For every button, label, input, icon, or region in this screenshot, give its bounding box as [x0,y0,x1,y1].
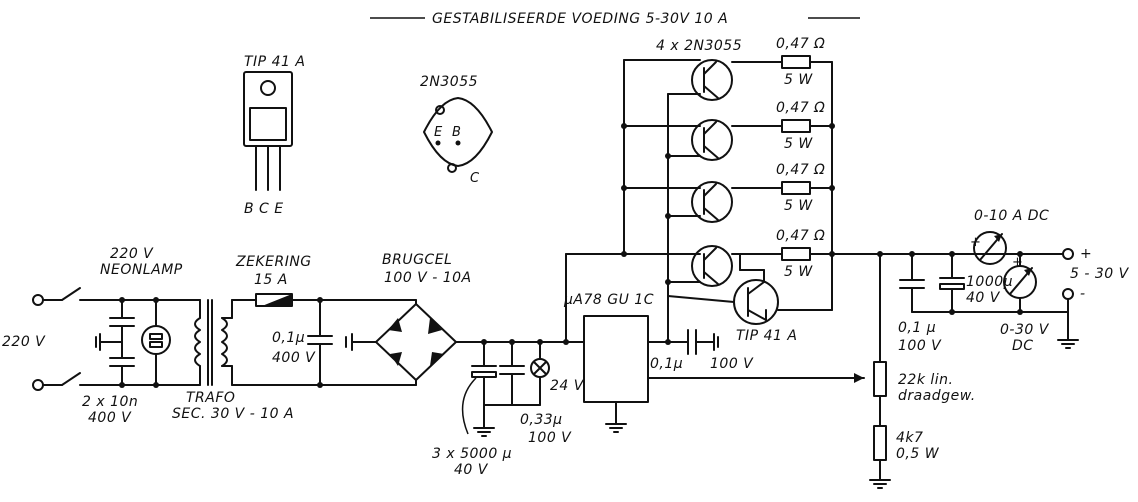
output-range-label: 5 - 30 V [1070,266,1130,282]
cap-01-label: 0,1µ [650,356,683,372]
r1-value: 0,47 Ω [776,36,825,52]
mains-caps-label: 2 x 10n [82,394,138,410]
cap-01-voltage: 100 V [710,356,754,372]
filter-circuit [461,339,550,437]
bridge-label: BRUGCEL [382,252,452,268]
output-cap2-voltage: 40 V [966,290,1001,306]
output-cap2-label: 1000µ [966,274,1013,290]
r3-value: 0,47 Ω [776,162,825,178]
secondary-cap-voltage: 400 V [272,350,316,366]
r4-watt: 5 W [784,264,813,280]
bridge-value: 100 V - 10A [384,270,472,286]
r1-watt: 5 W [784,72,813,88]
ammeter-plus: + [970,235,981,250]
pin-order-label: B C E [244,201,284,217]
secondary-cap-label: 0,1µ [272,330,305,346]
filter-caps-label: 3 x 5000 µ [432,446,512,462]
r2-watt: 5 W [784,136,813,152]
output-circuit [869,231,1079,489]
trafo-label: TRAFO [186,390,235,406]
fuse-value: 15 A [254,272,288,288]
fuse-label: ZEKERING [235,254,312,270]
cap-033-label: 0,33µ [520,412,563,428]
cap-033-voltage: 100 V [528,430,572,446]
mains-caps-voltage: 400 V [88,410,132,426]
regulator-label: µA78 GU 1C [563,292,654,308]
ammeter-label: 0-10 A DC [974,208,1049,224]
pot-label: 22k lin. [898,372,953,388]
2n3055-package-drawing [423,97,493,173]
pin-b-label: B [452,125,461,140]
pin-c-label: C [470,171,480,186]
tip41a-package-drawing [243,71,293,191]
output-cap1-label: 0,1 µ [898,320,936,336]
output-cap1-voltage: 100 V [898,338,942,354]
mains-voltage-label: 220 V [2,334,46,350]
power-transistor-bank [565,55,1063,343]
filter-caps-voltage: 40 V [454,462,489,478]
r3-watt: 5 W [784,198,813,214]
output-plus-label: + [1080,246,1092,262]
schematic-title: GESTABILISEERDE VOEDING 5-30V 10 A [432,11,728,27]
neon-voltage-label: 220 V [110,246,154,262]
tip41a-package-label: TIP 41 A [244,54,305,70]
rectifier-circuit [231,293,567,388]
resistor-4k7-label: 4k7 [896,430,923,446]
r4-value: 0,47 Ω [776,228,825,244]
pot-type-label: draadgew. [898,388,976,404]
transistors-label: 4 x 2N3055 [656,38,742,54]
neonlamp-label: NEONLAMP [100,262,183,278]
pin-e-label: E [434,125,443,140]
resistor-4k7-watt: 0,5 W [896,446,940,462]
output-minus-label: - [1080,286,1086,302]
2n3055-package-label: 2N3055 [420,74,478,90]
voltmeter-plus: + [1012,255,1023,270]
r2-value: 0,47 Ω [776,100,825,116]
mains-input-circuit [32,287,233,391]
lamp-label: 24 V [550,378,585,394]
voltmeter-label: 0-30 V [1000,322,1050,338]
voltmeter-dc-label: DC [1012,338,1034,354]
trafo-secondary-label: SEC. 30 V - 10 A [172,406,294,422]
tip41a-driver-label: TIP 41 A [736,328,797,344]
